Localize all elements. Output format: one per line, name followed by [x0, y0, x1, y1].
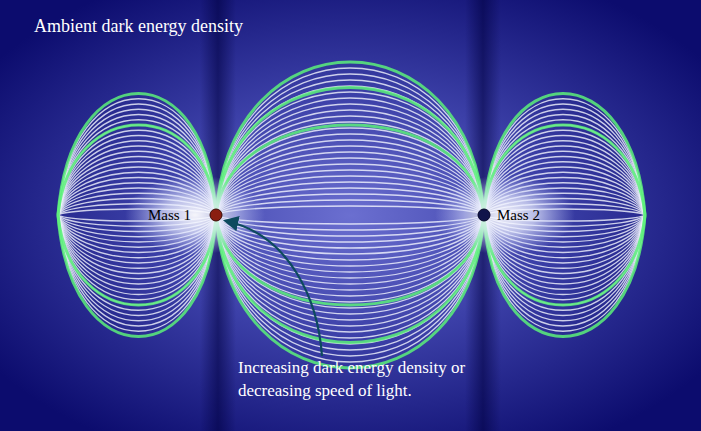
mass-label: Mass 2 — [497, 205, 540, 225]
field-line — [216, 80, 484, 215]
field-line — [216, 215, 484, 368]
annotation-text: Increasing dark energy density or decrea… — [238, 357, 518, 403]
field-line — [216, 215, 484, 350]
mass-glow — [435, 175, 575, 255]
ambient-label: Ambient dark energy density — [34, 14, 243, 38]
mass-label: Mass 1 — [148, 205, 191, 225]
field-lines — [58, 62, 645, 368]
mass-dot — [210, 209, 222, 221]
mass-dot — [478, 209, 490, 221]
field-line — [216, 215, 484, 362]
leader-arrow — [226, 221, 322, 356]
field-line — [216, 62, 484, 215]
field-line — [216, 68, 484, 215]
field-line — [216, 74, 484, 215]
field-line — [216, 215, 484, 356]
mass-glow — [125, 175, 265, 255]
